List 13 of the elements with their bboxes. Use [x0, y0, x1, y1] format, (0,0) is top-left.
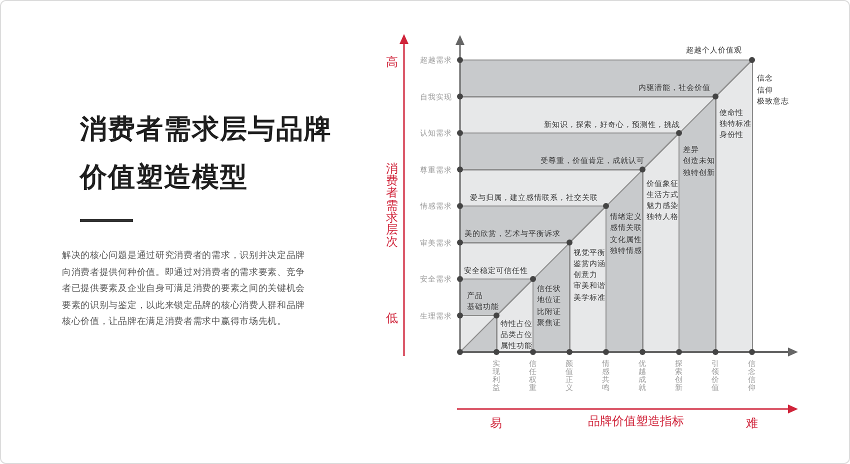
- description-text: 解决的核心问题是通过研究消费者的需求，识别并决定品牌向消费者提供何种价值。即通过对消费者的需求要素、竞争者已提供要素及企业自身可满足消费的要素之间的关键机会要素的识别与鉴定，以此来锁定品牌的核心消费人群和品牌核心价值，让品牌在满足消费者需求中赢得市场先机。: [62, 250, 306, 329]
- scale-label: 高: [386, 55, 398, 69]
- scale-label: 低: [386, 311, 398, 325]
- staircase-band: [533, 242, 570, 352]
- axis-title: 品牌价值塑造指标: [588, 414, 684, 428]
- axis-title: 消费者需求层次: [386, 162, 398, 248]
- staircase-band: [460, 133, 679, 170]
- staircase-band: [679, 96, 716, 352]
- scale-label: 难: [746, 416, 758, 430]
- page-title: 消费者需求层与品牌价值塑造模型: [80, 113, 333, 195]
- staircase-band: [460, 60, 752, 96]
- scale-label: 易: [490, 416, 502, 430]
- staircase-band: [716, 60, 752, 352]
